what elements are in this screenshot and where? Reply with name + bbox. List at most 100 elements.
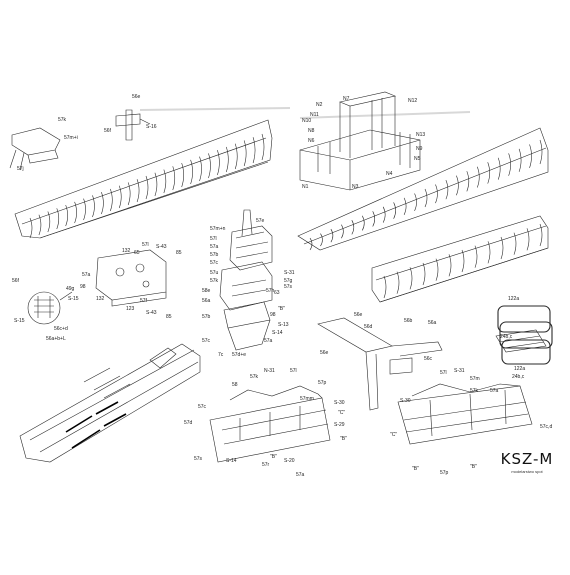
hull-rib — [435, 184, 438, 204]
label-n12: N12 — [408, 98, 417, 104]
part-labels: 56e 57k 57m+i 56f 57j S-16 N7 N12 N2 N10… — [12, 94, 552, 478]
central-deckhouse-assembly — [219, 209, 273, 351]
label-b-centre: "B" — [278, 306, 285, 312]
hull-ribs-left — [29, 133, 265, 239]
deck-platform-lower-right — [397, 383, 533, 445]
label-s16: S-16 — [146, 124, 157, 130]
label-57l-plate: 57l — [142, 242, 149, 248]
hull-rib — [74, 201, 77, 224]
label-57a-deck: 57a — [296, 472, 305, 478]
hull-rib — [526, 228, 530, 251]
label-56b: 56b — [404, 318, 413, 324]
label-57f-plate: 57f — [140, 298, 148, 304]
grid-plate-24 — [495, 329, 547, 353]
hull-rib — [118, 185, 122, 209]
label-57s-deck: 57s — [194, 456, 203, 462]
hull-rib — [445, 179, 449, 200]
label-s14-centre: S-14 — [272, 330, 283, 336]
label-s31: S-31 — [284, 270, 295, 276]
box-frame-n-parts — [299, 91, 421, 191]
label-122a-top: 122a — [508, 296, 519, 302]
label-65: 65 — [134, 250, 140, 256]
label-57k-deck: 57k — [250, 374, 259, 380]
hull-frame-assembly-right — [297, 127, 549, 251]
hull-rib — [252, 137, 256, 164]
label-b-deck: "B" — [340, 436, 347, 442]
hull-rib — [382, 206, 386, 223]
hull-rib — [341, 224, 344, 239]
hull-rib — [145, 175, 149, 200]
hull-rib — [92, 195, 95, 218]
label-57b-centre: 57b — [210, 252, 219, 258]
hull-rib — [320, 233, 323, 247]
label-58e: 58e — [202, 288, 211, 294]
label-n13: N13 — [416, 132, 425, 138]
label-57mn: 57m+n — [210, 226, 226, 232]
hull-ribs-right — [309, 139, 543, 251]
hull-rib — [466, 171, 470, 192]
hull-rib — [65, 204, 68, 227]
label-85-bottom: 85 — [166, 314, 172, 320]
label-b-deck-low: "B" — [270, 454, 277, 460]
hull-rib — [261, 133, 265, 161]
label-56e-tjoint: 56e — [354, 312, 363, 318]
label-57s: 57s — [284, 284, 293, 290]
label-b-right-2: "B" — [470, 464, 477, 470]
label-57r: 57r — [262, 462, 270, 468]
label-57k: 57k — [58, 117, 67, 123]
label-56abl: 56a+b+L — [46, 336, 66, 342]
label-57l-centre: 57l — [210, 236, 217, 242]
hull-rib — [487, 162, 491, 184]
hull-rib — [476, 166, 480, 188]
hull-rib — [190, 159, 193, 185]
hull-rib — [513, 232, 517, 255]
label-56a-tjoint: 56a — [428, 320, 437, 326]
label-56e: 56e — [132, 94, 141, 100]
label-57de: 57d+e — [232, 352, 246, 358]
label-49g: 49g — [66, 286, 75, 292]
label-56e-bottom: 56e — [320, 350, 329, 356]
hull-rib — [372, 211, 376, 227]
label-57p: 57p — [318, 380, 327, 386]
hull-rib — [172, 166, 176, 191]
label-n5: N5 — [414, 156, 421, 162]
hull-rib — [309, 237, 313, 251]
hull-rib — [351, 220, 355, 235]
label-c-right: "C" — [390, 432, 397, 438]
label-56d: 56d — [364, 324, 373, 330]
faded-background-print — [139, 107, 471, 119]
label-57k-centre: 57k — [210, 278, 219, 284]
label-n8: N8 — [308, 128, 315, 134]
label-57c-lower: 57c — [202, 338, 211, 344]
label-s14-deck: S-14 — [226, 458, 237, 464]
hull-rib — [226, 146, 229, 173]
label-s43-bottom: S-43 — [146, 310, 157, 316]
mount-plate-132 — [95, 249, 167, 307]
label-24bc-top: 24b,c — [500, 334, 513, 340]
label-57a-right: 57a — [490, 388, 499, 394]
hull-rib — [539, 223, 543, 247]
label-122a-bottom: 122a — [514, 366, 525, 372]
label-n10: N10 — [302, 118, 311, 124]
label-57m: 57m+i — [64, 135, 78, 141]
label-57p-right: 57p — [440, 470, 449, 476]
hull-rib — [47, 211, 51, 233]
deck-platform-lower-centre — [209, 385, 331, 463]
label-b-right: "B" — [412, 466, 419, 472]
label-c-deck: "C" — [338, 410, 345, 416]
hull-rib — [199, 156, 202, 182]
hull-rib — [163, 169, 167, 194]
hull-rib — [83, 198, 86, 221]
label-57c-centre: 57c — [210, 260, 219, 266]
label-s15: S-15 — [68, 296, 79, 302]
hull-rib — [396, 271, 400, 294]
label-s30-right: S-30 — [400, 398, 411, 404]
label-s31-right: S-31 — [454, 368, 465, 374]
label-98: 98 — [270, 312, 276, 318]
hull-rib — [461, 249, 465, 273]
label-58: 58 — [232, 382, 238, 388]
bracket-part-57k — [9, 127, 61, 171]
hull-rib — [330, 228, 334, 243]
hull-rib — [383, 275, 387, 299]
